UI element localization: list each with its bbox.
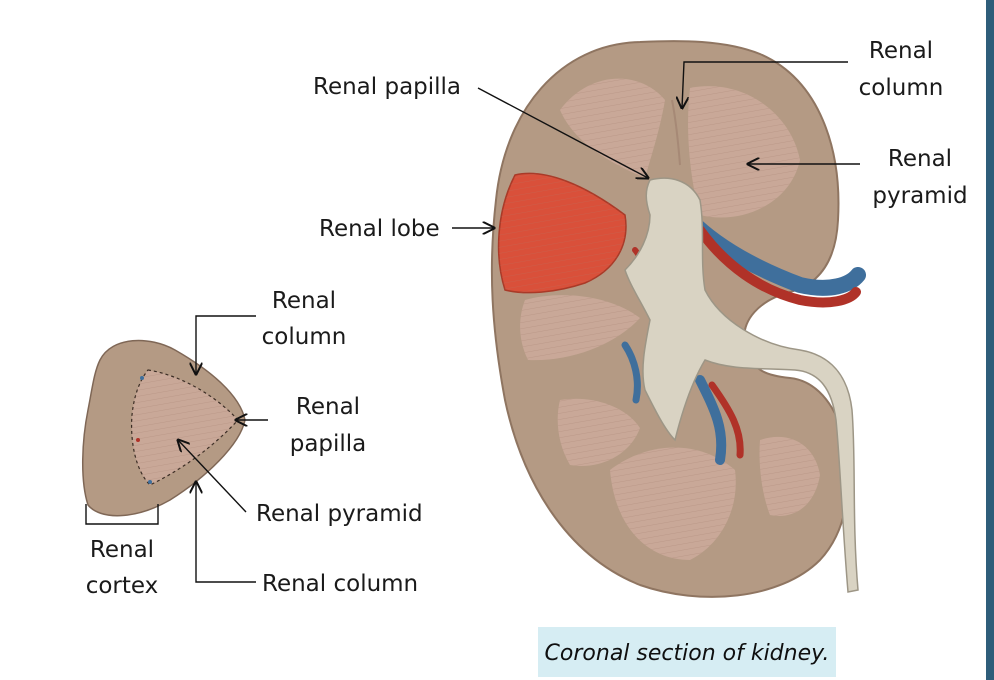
label-lobe-renal-column-top-line2: column [262,324,347,350]
caption-text: Coronal section of kidney. [545,641,830,666]
label-kidney-renal-pyramid-line2: pyramid [872,183,967,209]
label-lobe-renal-cortex-line2: cortex [86,573,159,599]
leader-renal-papilla [477,87,648,178]
lobe-leader-lines [85,315,268,583]
lobe-labels: Renal column Renal papilla Renal pyramid… [86,288,423,599]
label-lobe-renal-column-bottom: Renal column [262,571,418,597]
leader-lobe-pyramid [178,440,247,513]
label-lobe-renal-papilla-line2: papilla [290,431,367,457]
label-kidney-renal-pyramid-line1: Renal [888,146,952,172]
kidney-leader-lines [452,61,860,228]
caption-box: Coronal section of kidney. [538,627,836,677]
right-edge-bar [986,0,994,680]
kidney-pyramids [520,78,820,560]
kidney-renal-pelvis [624,177,859,593]
label-kidney-renal-papilla: Renal papilla [313,74,461,100]
label-lobe-renal-column-top-line1: Renal [272,288,336,314]
leader-lobe-column-bottom [196,482,256,583]
label-lobe-renal-pyramid: Renal pyramid [256,501,423,527]
label-kidney-renal-column-line2: column [859,75,944,101]
label-lobe-renal-papilla-line1: Renal [296,394,360,420]
kidney-labels: Renal papilla Renal column Renal pyramid… [313,38,968,242]
leader-renal-column-top [682,61,848,108]
bracket-renal-cortex [85,504,159,525]
kidney-vessels [621,212,866,465]
label-kidney-renal-column-line1: Renal [869,38,933,64]
label-kidney-renal-lobe: Renal lobe [319,216,440,242]
label-lobe-renal-cortex-line1: Renal [90,537,154,563]
leader-lobe-column-top [196,315,256,374]
kidney-section [490,40,866,598]
isolated-renal-lobe [82,339,246,517]
